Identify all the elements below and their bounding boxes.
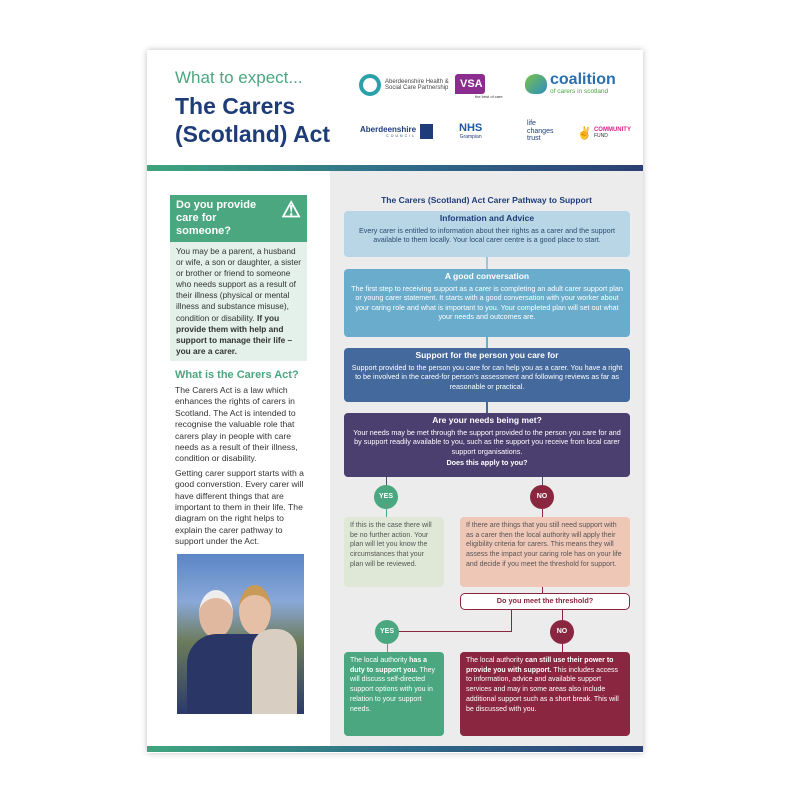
eligibility-box: If there are things that you still need … [460,517,630,587]
connector [562,644,563,652]
text: The local authority [350,657,410,664]
connector [386,509,387,517]
power-to-provide-box: The local authority can still use their … [460,652,630,736]
callout-body: You may be a parent, a husband or wife, … [170,242,307,361]
coalition-sub: of carers in scotland [550,88,609,95]
title-line-2: (Scotland) Act [175,121,331,147]
step-title: Are your needs being met? [432,415,542,425]
logo-ahscp: Aberdeenshire Health & Social Care Partn… [359,74,449,96]
connector [562,610,563,620]
paragraph-2: Getting carer support starts with a good… [175,467,304,547]
step-question: Does this apply to you? [446,458,528,467]
threshold-question: Do you meet the threshold? [460,593,630,610]
logo-vsa: VSA the best of care [455,74,503,99]
section-title: What is the Carers Act? [175,368,299,381]
vsa-mark: VSA [455,74,485,94]
connector [387,644,388,652]
step-title: Information and Advice [439,213,535,223]
vsa-tag: the best of care [475,94,503,99]
carers-act-text: The Carers Act is a law which enhances t… [175,385,307,548]
connector [542,509,543,517]
crossed-fingers-icon: ✌ [577,126,592,140]
step-text: Support provided to the person you care … [351,362,623,391]
logo-life-changes-trust: life changes trust [527,120,554,142]
duty-to-support-box: The local authority has a duty to suppor… [344,652,444,736]
step-needs-met: Are your needs being met? Your needs may … [344,413,630,477]
coalition-text: coalition [550,71,616,88]
nhs-text: NHS [459,122,483,134]
connector [396,631,512,632]
bold-text: has a duty to support you. [350,657,428,674]
yes-badge-2: YES [375,620,399,644]
bottom-gradient-band [147,746,643,752]
council-sub: COUNCIL [386,134,417,138]
step-title: Support for the person you care for [415,350,559,360]
page-title: The Carers(Scotland) Act [175,92,330,148]
no-further-action-box: If this is the case there will be no fur… [344,517,444,587]
connector [542,587,543,593]
arrow-connector [486,257,488,269]
nhs-sub: Grampian [459,134,482,140]
connector [386,477,387,485]
step-text: Your needs may be met through the suppor… [353,427,621,456]
callout-title: Do you provide care for someone? [176,199,257,237]
bold-text: can still use their power to provide you… [466,657,614,674]
council-text: Aberdeenshire [360,125,417,134]
community-text: COMMUNITY [593,127,631,133]
logo-nhs: NHS Grampian [459,122,482,140]
heart-hands-icon [525,73,547,94]
paragraph-1: The Carers Act is a law which enhances t… [175,384,298,464]
warning-icon: ⚠ [281,197,301,222]
connector [511,610,512,632]
care-callout: Do you provide care for someone? ⚠ You m… [170,195,307,361]
pathway-panel: The Carers (Scotland) Act Carer Pathway … [330,171,643,746]
callout-text: You may be a parent, a husband or wife, … [176,246,301,323]
title-line-1: The Carers [175,93,296,119]
text: They will discuss self-directed support … [350,666,436,713]
left-column: Do you provide care for someone? ⚠ You m… [170,195,307,714]
text: This includes access to information, adv… [466,666,619,713]
callout-bold: If you provide them with help and suppor… [176,312,293,356]
council-a-icon [420,124,434,139]
arrow-connector [486,402,488,413]
top-gradient-band [147,165,643,171]
step-text: Every carer is entitled to information a… [358,225,616,245]
ring-icon [359,74,381,96]
carer-photo [177,553,304,714]
connector [542,477,543,485]
step-title: A good conversation [444,271,530,281]
text: The local authority [466,657,526,664]
leaflet-page: What to expect... The Carers(Scotland) A… [147,50,643,753]
yes-badge-1: YES [374,485,398,509]
fund-text: FUND [593,133,608,139]
logo-text: Aberdeenshire Health & Social Care Partn… [385,79,449,91]
callout-header: Do you provide care for someone? ⚠ [170,195,307,242]
no-badge-2: NO [550,620,574,644]
arrow-connector [486,337,488,348]
step-text: The first step to receiving support as a… [351,283,623,322]
pathway-title: The Carers (Scotland) Act Carer Pathway … [381,195,592,205]
no-badge-1: NO [530,485,554,509]
subtitle: What to expect... [175,68,303,87]
